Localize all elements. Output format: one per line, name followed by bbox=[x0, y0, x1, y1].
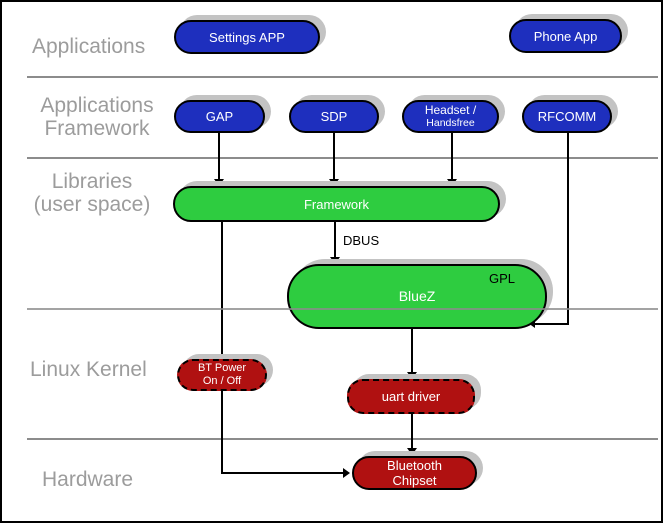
node-uart-driver-label: uart driver bbox=[381, 389, 441, 404]
node-framework: Framework bbox=[173, 186, 500, 222]
node-bluez: GPL BlueZ bbox=[287, 264, 547, 329]
node-headset-line2: Handsfree bbox=[426, 117, 475, 129]
layer-label-applications-framework-line2: Framework bbox=[44, 117, 150, 140]
node-phone-app: Phone App bbox=[509, 19, 622, 53]
arrowhead-sdp-to-framework bbox=[329, 179, 339, 186]
node-bt-power-line2: On / Off bbox=[202, 375, 242, 387]
node-rfcomm: RFCOMM bbox=[522, 100, 612, 133]
layer-label-applications-framework-line1: Applications bbox=[40, 94, 154, 117]
layer-label-applications: Applications bbox=[32, 35, 146, 58]
node-bluetooth-chipset: Bluetooth Chipset bbox=[352, 456, 477, 490]
node-sdp-label: SDP bbox=[320, 109, 348, 124]
node-bt-power-line1: BT Power bbox=[197, 362, 247, 374]
edge-framework-to-chipset-horizontal bbox=[221, 472, 344, 474]
divider-kernel-hardware bbox=[27, 438, 658, 440]
node-gap-label: GAP bbox=[205, 109, 234, 124]
edge-headset-to-framework bbox=[451, 133, 453, 180]
layer-label-hardware: Hardware bbox=[42, 468, 134, 491]
edge-bluez-to-uart bbox=[411, 329, 413, 372]
layer-label-libraries: Libraries (user space) bbox=[12, 170, 172, 216]
node-settings-app: Settings APP bbox=[174, 20, 320, 54]
divider-libraries-kernel bbox=[27, 308, 658, 310]
layer-label-applications-framework: Applications Framework bbox=[22, 94, 172, 140]
arrowhead-bluez-to-uart bbox=[407, 372, 417, 379]
arrowhead-uart-to-chipset bbox=[407, 448, 417, 455]
node-sdp: SDP bbox=[289, 100, 379, 133]
edge-framework-to-bluez bbox=[334, 222, 336, 258]
node-bt-power: BT Power On / Off bbox=[177, 359, 267, 391]
node-rfcomm-label: RFCOMM bbox=[537, 109, 597, 124]
node-bluetooth-chipset-line1: Bluetooth bbox=[387, 458, 442, 473]
divider-applications bbox=[27, 76, 658, 78]
node-framework-label: Framework bbox=[303, 196, 369, 212]
node-gap: GAP bbox=[174, 100, 265, 133]
arrowhead-framework-to-bluez bbox=[330, 257, 340, 264]
arrowhead-headset-to-framework bbox=[447, 179, 457, 186]
node-bluetooth-chipset-line2: Chipset bbox=[392, 473, 437, 488]
edge-sdp-to-framework bbox=[333, 133, 335, 180]
node-uart-driver: uart driver bbox=[347, 379, 475, 414]
divider-applications-framework bbox=[27, 157, 658, 159]
node-settings-app-label: Settings APP bbox=[209, 29, 285, 45]
edge-gap-to-framework bbox=[218, 133, 220, 180]
edge-uart-to-chipset bbox=[411, 414, 413, 448]
node-bluez-label: BlueZ bbox=[398, 288, 436, 304]
node-headset-handsfree: Headset / Handsfree bbox=[402, 100, 499, 133]
gpl-license-tag: GPL bbox=[488, 271, 515, 286]
edge-rfcomm-vertical bbox=[567, 133, 569, 325]
edge-label-dbus: DBUS bbox=[343, 233, 380, 248]
layer-label-libraries-line2: (user space) bbox=[33, 193, 151, 216]
layer-label-libraries-line1: Libraries bbox=[51, 170, 133, 193]
edge-rfcomm-horizontal bbox=[535, 323, 569, 325]
layer-label-linux-kernel: Linux Kernel bbox=[30, 358, 147, 381]
edge-framework-to-chipset-vertical bbox=[221, 222, 223, 474]
arrowhead-gap-to-framework bbox=[214, 179, 224, 186]
node-phone-app-label: Phone App bbox=[533, 28, 598, 44]
node-headset-line1: Headset / bbox=[424, 103, 477, 117]
arrowhead-to-chipset-left bbox=[343, 468, 350, 478]
